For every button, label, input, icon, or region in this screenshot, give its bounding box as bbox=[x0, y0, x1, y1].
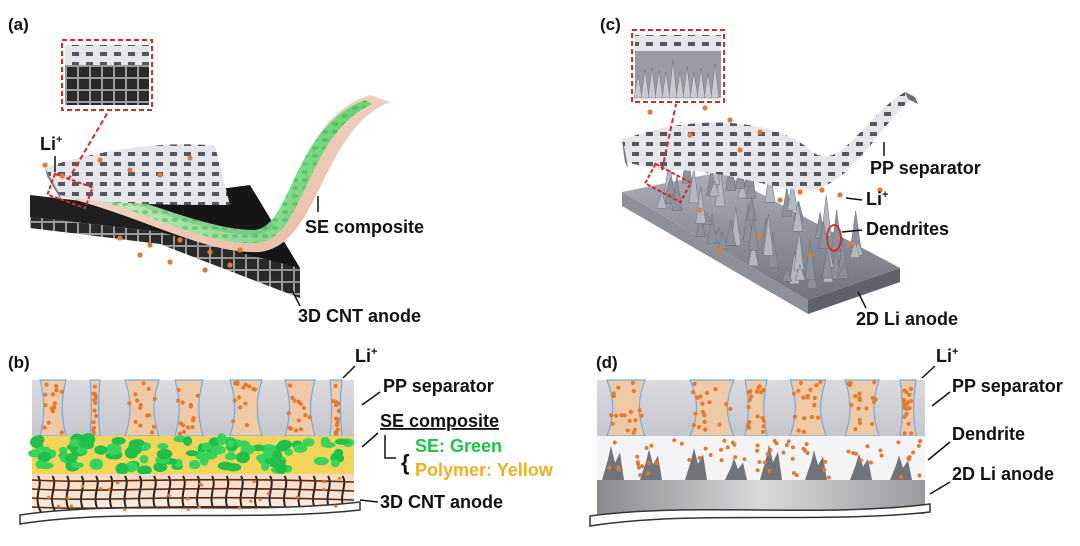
pp-separator-sheet-a bbox=[45, 144, 230, 205]
zoom-box-a bbox=[46, 172, 94, 210]
se-composite-label-a: SE composite bbox=[305, 217, 424, 237]
zoom-line-c bbox=[661, 103, 677, 171]
li-label-d: Li+ bbox=[936, 346, 958, 366]
se-particles-b bbox=[28, 433, 355, 476]
inset-c bbox=[631, 29, 725, 103]
panel-b: (b) Li+ PP separator SE composite { SE: … bbox=[8, 346, 554, 525]
li-ions-b bbox=[42, 379, 341, 512]
li-label-b: Li+ bbox=[355, 346, 377, 366]
brace-b: { bbox=[401, 450, 410, 475]
zoom-box-c bbox=[643, 162, 693, 204]
panel-a: (a) Li+ SE composite 3D CNT anode bbox=[8, 15, 424, 326]
panel-label-d: (d) bbox=[596, 353, 618, 372]
se-composite-sheet bbox=[55, 95, 390, 253]
separator-label-d: PP separator bbox=[952, 376, 1063, 396]
anode-label-d: 2D Li anode bbox=[952, 464, 1054, 484]
zoom-line-a bbox=[67, 111, 109, 181]
panel-label-c: (c) bbox=[600, 15, 621, 34]
li-label-a: Li+ bbox=[40, 134, 62, 154]
anode-arrow-a bbox=[291, 289, 301, 307]
substrate-b bbox=[19, 501, 361, 525]
panel-label-a: (a) bbox=[8, 15, 29, 34]
panel-c: (c) PP separator Li+ Dendrites 2D Li ano… bbox=[600, 15, 981, 329]
panel-label-b: (b) bbox=[8, 353, 30, 372]
separator-label-c: PP separator bbox=[870, 158, 981, 178]
se-green-label-b: SE: Green bbox=[415, 436, 502, 456]
polymer-yellow-label-b: Polymer: Yellow bbox=[415, 460, 554, 480]
inset-a bbox=[61, 39, 153, 111]
li-ions-d bbox=[607, 379, 923, 480]
li-ions-a bbox=[42, 155, 243, 273]
dendrites-label-c: Dendrites bbox=[866, 219, 949, 239]
dendrite-highlight-c bbox=[826, 224, 842, 252]
li-ions-c bbox=[647, 105, 883, 258]
separator-label-b: PP separator bbox=[383, 376, 494, 396]
anode-label-c: 2D Li anode bbox=[856, 309, 958, 329]
substrate-d bbox=[589, 503, 931, 527]
panel-d: (d) Li+ PP separator Dendrite 2D Li anod… bbox=[589, 346, 1063, 527]
pp-separator-sheet-c bbox=[622, 92, 918, 191]
anode-label-b: 3D CNT anode bbox=[380, 492, 503, 512]
li-label-c: Li+ bbox=[866, 189, 888, 209]
dendrites-d bbox=[602, 444, 912, 480]
anode-label-a: 3D CNT anode bbox=[298, 306, 421, 326]
dendrite-label-d: Dendrite bbox=[952, 424, 1025, 444]
se-composite-label-b: SE composite bbox=[380, 411, 499, 431]
